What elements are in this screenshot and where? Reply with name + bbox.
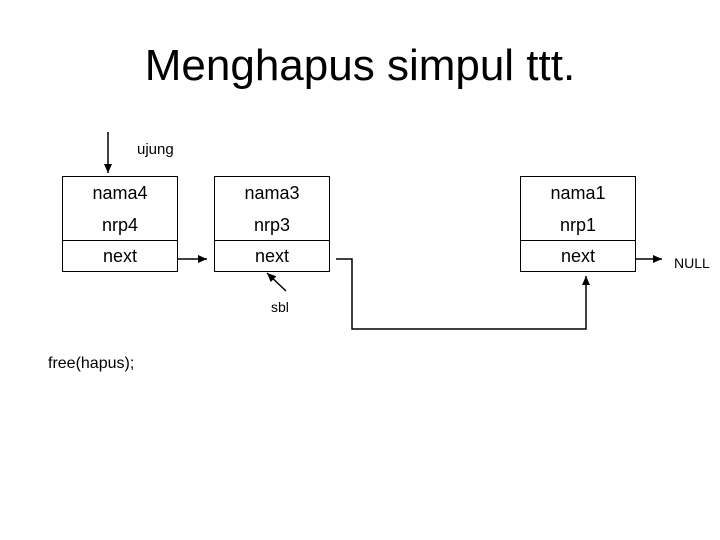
node-next-field: next bbox=[215, 240, 329, 272]
node-nama-field: nama1 bbox=[550, 183, 606, 203]
null-label: NULL bbox=[674, 255, 710, 271]
sbl-arrow bbox=[266, 272, 287, 292]
node-nama4: nama4 nrp4 next bbox=[62, 176, 178, 272]
node-nrp-field: nrp3 bbox=[253, 215, 291, 235]
node-nama-field: nama3 bbox=[244, 183, 300, 203]
sbl-label: sbl bbox=[271, 299, 289, 315]
node-next-field: next bbox=[521, 240, 635, 272]
ujung-label: ujung bbox=[137, 141, 174, 158]
node-nama-field: nama4 bbox=[92, 183, 148, 203]
free-statement: free(hapus); bbox=[48, 355, 135, 372]
node-nrp-field: nrp4 bbox=[101, 215, 139, 235]
next-arrow-3-to-1 bbox=[336, 258, 590, 330]
node-nrp-field: nrp1 bbox=[559, 215, 597, 235]
node-nama1: nama1 nrp1 next bbox=[520, 176, 636, 272]
slide-title: Menghapus simpul ttt. bbox=[144, 41, 576, 90]
node-next-field: next bbox=[63, 240, 177, 272]
node-nama3: nama3 nrp3 next bbox=[214, 176, 330, 272]
